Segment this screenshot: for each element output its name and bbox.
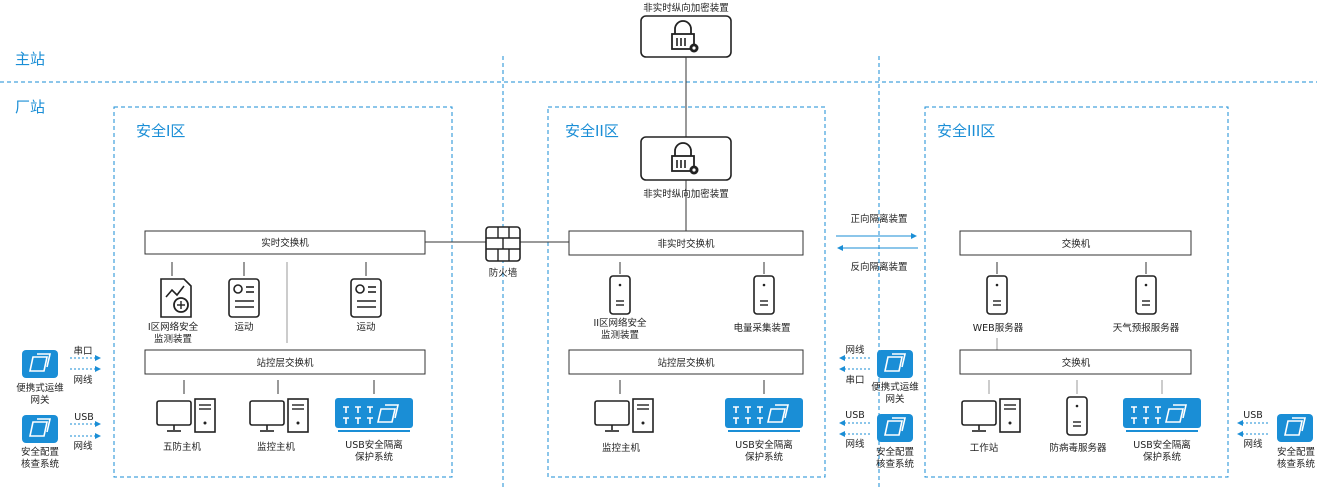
monitor-host-icon — [594, 398, 654, 433]
mid-gw-net-label: 网线 — [845, 344, 865, 356]
mid-cfg-label-1: 安全配置 — [876, 446, 914, 458]
z1-ops1-label: 运动 — [234, 322, 253, 333]
z3-switch-1[interactable] — [959, 230, 1192, 256]
z3-switch-2[interactable] — [959, 349, 1192, 375]
region-plant-label: 厂站 — [15, 98, 45, 116]
ops-doc-icon — [228, 278, 260, 318]
z2-meter-label: 电量采集装置 — [733, 322, 790, 334]
server-icon — [1066, 396, 1088, 436]
z3-usb-label-2: 保护系统 — [1143, 451, 1182, 463]
mid-gw-serial-label: 串口 — [845, 375, 864, 386]
mid-cfg-net-label: 网线 — [845, 438, 865, 450]
z1-five-def-label: 五防主机 — [163, 441, 202, 453]
portable-gateway-icon[interactable] — [21, 349, 59, 379]
right-cfg-usb-label: USB — [1243, 410, 1263, 421]
security-config-icon[interactable] — [1276, 413, 1314, 443]
left-cfg-net-label: 网线 — [73, 440, 93, 452]
usb-isolation-icon — [334, 397, 414, 433]
ops-doc-icon — [350, 278, 382, 318]
usb-isolation-icon — [1122, 397, 1202, 433]
z1-station-switch-label: 站控层交换机 — [256, 357, 314, 369]
z1-rt-switch-label: 实时交换机 — [261, 237, 309, 249]
usb-isolation-icon — [724, 397, 804, 433]
right-cfg-net-label: 网线 — [1243, 438, 1263, 450]
z2-monitor-label-1: II区网络安全 — [593, 317, 647, 329]
z1-usb-label-2: 保护系统 — [355, 451, 394, 463]
z3-switch-2-label: 交换机 — [1062, 357, 1091, 369]
z3-web-label: WEB服务器 — [973, 322, 1024, 334]
firewall-icon — [485, 226, 521, 262]
z2-station-switch[interactable] — [568, 349, 804, 375]
left-gw-serial-label: 串口 — [73, 346, 92, 357]
zone-2-container — [547, 106, 826, 478]
mid-gw-label-1: 便携式运维 — [871, 381, 919, 393]
z3-antivirus-label: 防病毒服务器 — [1049, 442, 1107, 454]
zone-3-title: 安全III区 — [937, 122, 995, 140]
zone-2-title: 安全II区 — [565, 122, 619, 140]
portable-gateway-icon[interactable] — [876, 349, 914, 379]
z2-monitor-host-label: 监控主机 — [602, 442, 641, 454]
z1-ops2-label: 运动 — [356, 322, 375, 333]
z2-nrt-switch-label: 非实时交换机 — [657, 238, 715, 250]
server-icon — [986, 275, 1008, 315]
monitor-host-icon — [249, 398, 309, 433]
region-master-label: 主站 — [15, 50, 45, 68]
z3-switch-1-label: 交换机 — [1062, 238, 1091, 250]
workstation-icon — [961, 398, 1021, 433]
server-icon — [609, 275, 631, 315]
left-gw-label-1: 便携式运维 — [16, 382, 64, 394]
reverse-isolation-label: 反向隔离装置 — [850, 261, 907, 273]
left-cfg-label-1: 安全配置 — [21, 446, 59, 458]
z1-usb-label-1: USB安全隔离 — [345, 439, 403, 451]
z1-monitor-host-label: 监控主机 — [257, 441, 296, 453]
monitor-device-icon — [160, 278, 192, 318]
security-config-icon[interactable] — [21, 414, 59, 444]
left-cfg-usb-label: USB — [74, 412, 94, 423]
z1-station-switch[interactable] — [144, 349, 426, 375]
z3-usb-label-1: USB安全隔离 — [1133, 439, 1191, 451]
server-icon — [753, 275, 775, 315]
left-cfg-label-2: 核查系统 — [21, 458, 60, 470]
z1-monitor-label-2: 监测装置 — [154, 333, 192, 345]
left-gw-net-label: 网线 — [73, 374, 93, 386]
right-cfg-label-1: 安全配置 — [1277, 446, 1315, 458]
z1-monitor-label-1: I区网络安全 — [148, 321, 199, 333]
zone-1-container — [113, 106, 453, 478]
z2-usb-label-1: USB安全隔离 — [735, 439, 793, 451]
mid-cfg-label-2: 核查系统 — [876, 458, 915, 470]
forward-isolation-label: 正向隔离装置 — [850, 213, 907, 225]
right-cfg-label-2: 核查系统 — [1277, 458, 1316, 470]
zone-1-title: 安全I区 — [136, 122, 185, 140]
z2-station-switch-label: 站控层交换机 — [657, 357, 715, 369]
top-encrypt-label: 非实时纵向加密装置 — [643, 2, 729, 14]
mid-gw-label-2: 网关 — [885, 393, 905, 405]
z2-nrt-switch[interactable] — [568, 230, 804, 256]
server-icon — [1135, 275, 1157, 315]
five-def-host-icon — [156, 398, 216, 433]
security-config-icon[interactable] — [876, 413, 914, 443]
firewall-label: 防火墙 — [489, 267, 518, 279]
z2-monitor-label-2: 监测装置 — [601, 329, 639, 341]
z3-weather-label: 天气预报服务器 — [1113, 322, 1180, 334]
mid-cfg-usb-label: USB — [845, 410, 865, 421]
z3-workstation-label: 工作站 — [970, 442, 999, 454]
left-gw-label-2: 网关 — [30, 394, 50, 406]
z2-usb-label-2: 保护系统 — [745, 451, 784, 463]
